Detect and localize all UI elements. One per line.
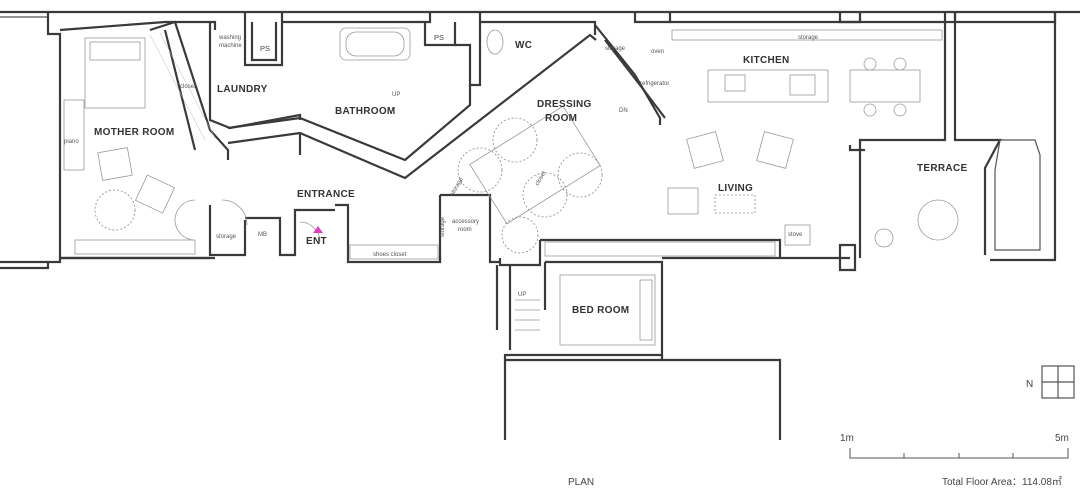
room-laundry: LAUNDRY <box>217 84 268 95</box>
room-living: LIVING <box>718 183 753 194</box>
room-bed-room: BED ROOM <box>572 305 629 316</box>
svg-text:5m: 5m <box>1055 433 1069 444</box>
svg-text:closet: closet <box>180 84 196 90</box>
room-dressing-2: ROOM <box>545 113 577 124</box>
svg-text:PS: PS <box>434 33 444 42</box>
svg-text:storage: storage <box>605 46 626 52</box>
fixtures <box>63 27 959 346</box>
svg-text:closet: closet <box>535 170 548 187</box>
svg-text:DN: DN <box>619 108 628 114</box>
svg-text:PS: PS <box>260 44 270 53</box>
room-bathroom: BATHROOM <box>335 106 396 117</box>
north-symbol: N <box>1026 365 1075 399</box>
svg-text:MB: MB <box>258 232 267 238</box>
room-kitchen: KITCHEN <box>743 55 790 66</box>
room-wc: WC <box>515 40 532 51</box>
room-entrance: ENTRANCE <box>297 189 355 200</box>
room-labels: MOTHER ROOM LAUNDRY BATHROOM WC DRESSING… <box>94 40 967 316</box>
svg-text:piano: piano <box>64 139 79 145</box>
room-mother-room: MOTHER ROOM <box>94 127 175 138</box>
svg-text:machine: machine <box>219 43 242 49</box>
svg-text:shoes closet: shoes closet <box>373 252 407 258</box>
room-terrace: TERRACE <box>917 163 967 174</box>
svg-text:washing: washing <box>218 35 241 41</box>
total-floor-area: Total Floor Area：114.08㎡ <box>942 476 1062 488</box>
walls <box>0 10 1080 440</box>
svg-text:refrigerator: refrigerator <box>640 81 669 87</box>
svg-text:accessory: accessory <box>452 219 479 225</box>
room-ent: ENT <box>306 236 327 247</box>
svg-text:oven: oven <box>651 49 664 55</box>
svg-text:storage: storage <box>216 234 237 240</box>
svg-text:room: room <box>458 227 472 233</box>
room-dressing: DRESSING <box>537 99 592 110</box>
svg-text:UP: UP <box>518 292 526 298</box>
svg-text:storage: storage <box>440 216 446 237</box>
svg-text:N: N <box>1026 379 1033 390</box>
plan-title: PLAN <box>568 477 594 488</box>
svg-text:1m: 1m <box>840 433 854 444</box>
svg-text:stove: stove <box>788 232 803 238</box>
svg-text:storage: storage <box>450 176 466 197</box>
svg-text:storage: storage <box>798 35 819 41</box>
scale-bar: 1m 5m <box>840 433 1069 459</box>
door-swings <box>174 199 321 243</box>
svg-text:UP: UP <box>392 92 400 98</box>
entrance-marker <box>313 226 323 233</box>
